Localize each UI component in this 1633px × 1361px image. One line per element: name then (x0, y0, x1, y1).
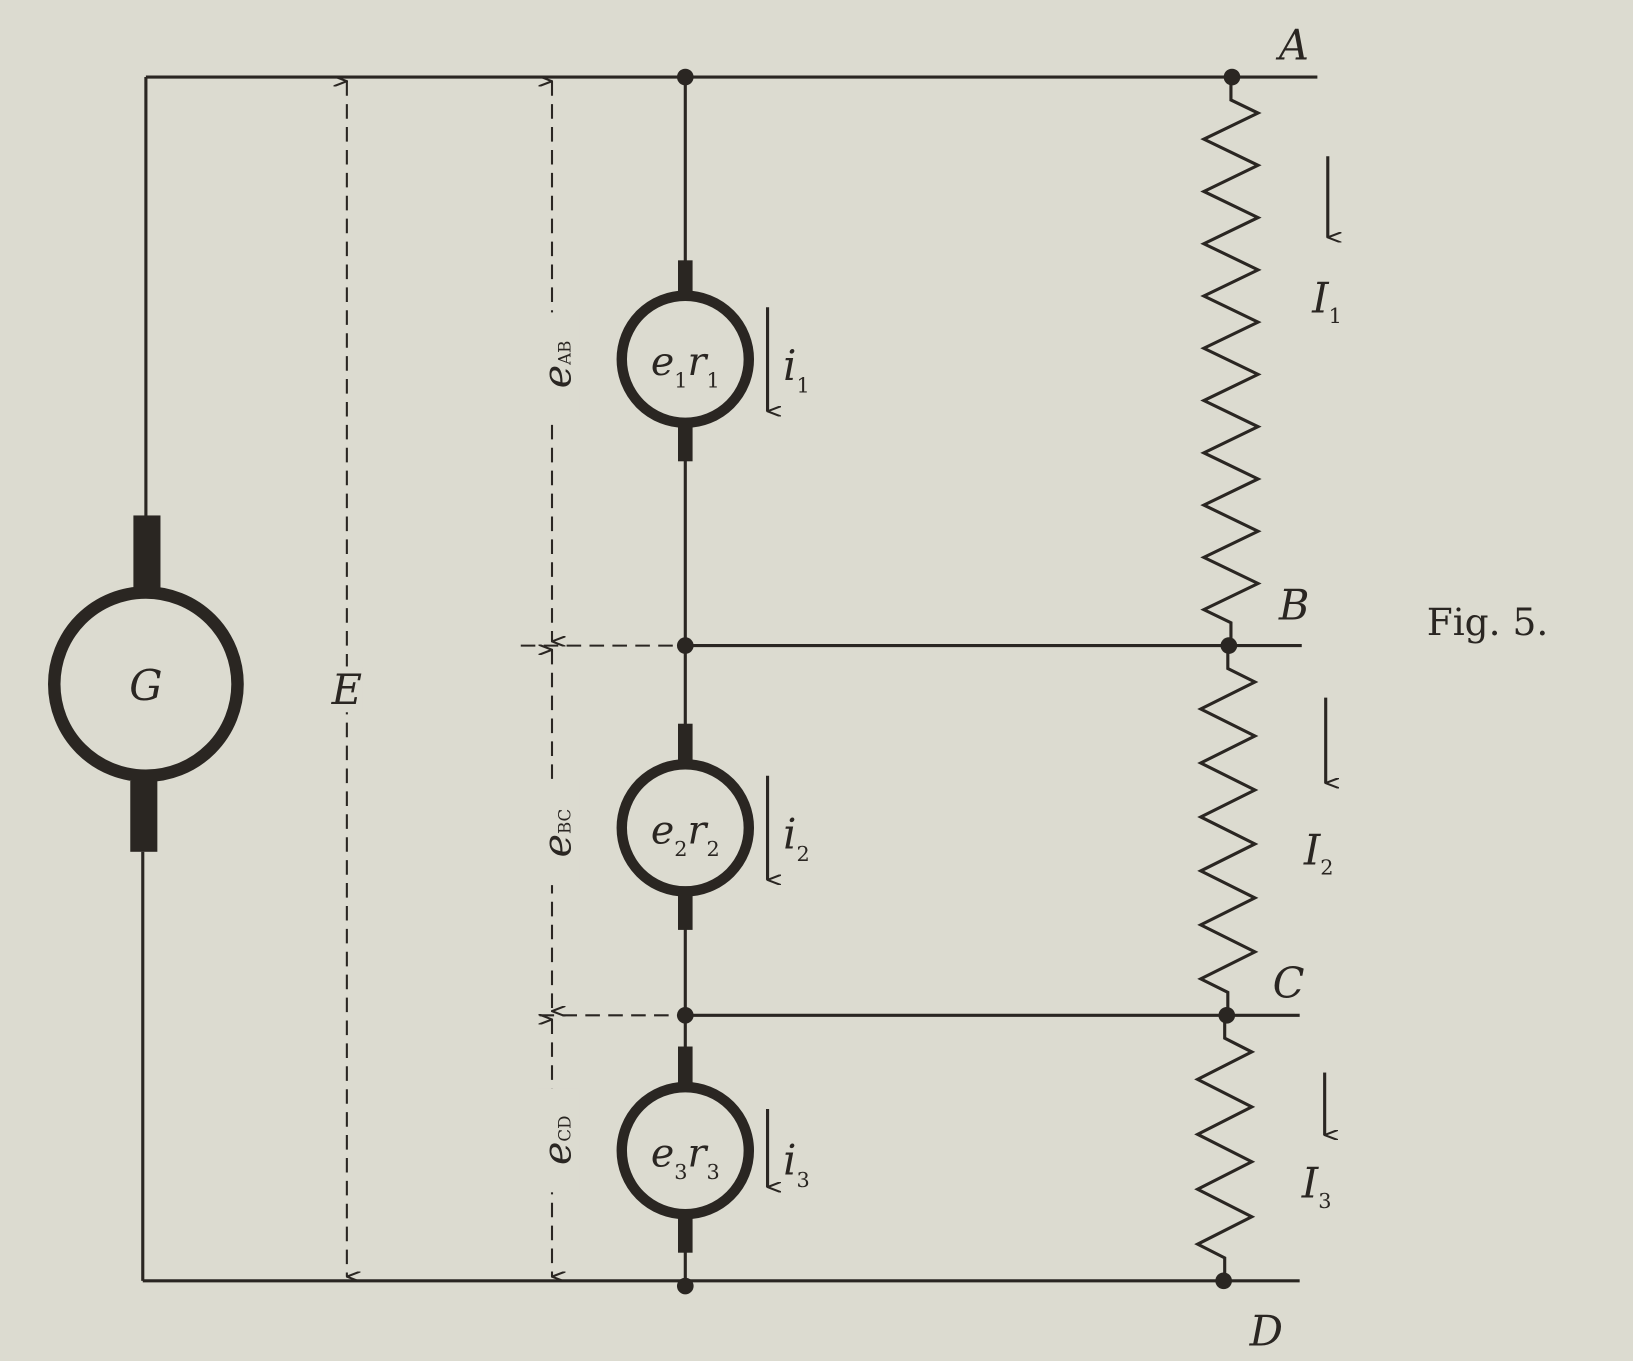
figure-label: Fig. 5. (1427, 600, 1549, 644)
svg-text:eCD: eCD (535, 1115, 581, 1165)
node-d-label: D (1249, 1306, 1283, 1355)
machine-2: e2r2 (616, 759, 755, 897)
machine-1: e1r1 (616, 290, 755, 428)
voltage-e-label: E (331, 665, 362, 714)
resistor-cd (1194, 1015, 1256, 1281)
current-I3-label: I3 (1301, 1159, 1332, 1213)
generator-label: G (129, 661, 162, 710)
svg-text:e1r1: e1r1 (651, 339, 720, 392)
junction-dots (676, 68, 1241, 1295)
current-I2-label: I2 (1303, 825, 1334, 879)
machine-3: e3r3 (616, 1081, 755, 1220)
svg-text:eAB: eAB (535, 341, 581, 389)
node-b-label: B (1278, 581, 1310, 630)
voltage-ab-label: eAB (535, 312, 581, 417)
voltage-bc-label: eBC (535, 780, 581, 886)
svg-text:eBC: eBC (535, 809, 581, 858)
svg-text:e2r2: e2r2 (651, 807, 720, 860)
resistor-ab (1200, 77, 1262, 646)
current-I1-label: I1 (1311, 273, 1342, 327)
svg-text:e3r3: e3r3 (651, 1130, 720, 1183)
node-a-label: A (1275, 20, 1309, 69)
resistor-bc (1197, 645, 1259, 1016)
current-i1-label: i1 (783, 341, 810, 397)
node-c-label: C (1273, 959, 1305, 1008)
generator: G (48, 77, 244, 1281)
current-i3-label: i3 (783, 1136, 810, 1192)
voltage-cd-label: eCD (535, 1088, 581, 1193)
current-i2-label: i2 (783, 810, 810, 866)
